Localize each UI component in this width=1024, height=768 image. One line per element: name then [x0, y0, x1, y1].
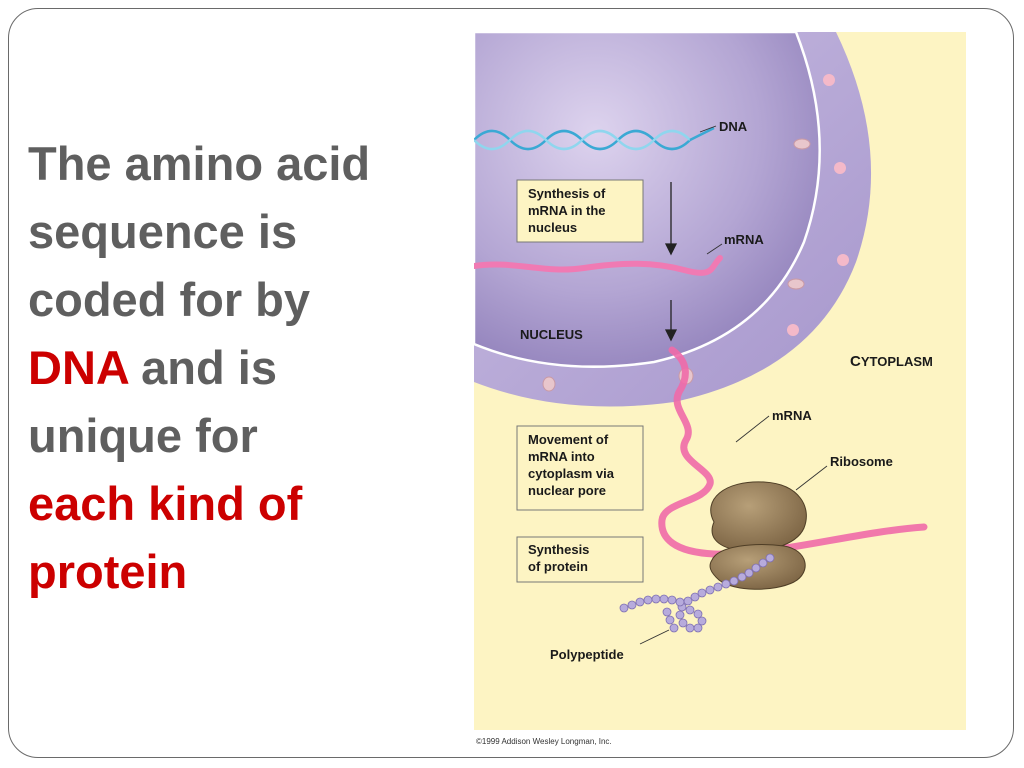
headline-line-5: unique for — [28, 409, 258, 462]
mrna-strand-nucleus — [474, 255, 723, 276]
box-synthesis-mrna-line-2: mRNA in the — [528, 203, 606, 218]
box-synthesis-mrna: Synthesis of mRNA in the nucleus — [516, 179, 644, 243]
headline-line-1: The amino acid — [28, 137, 371, 190]
box-synthesis-protein: Synthesis of protein — [516, 536, 644, 583]
box-movement: Movement of mRNA into cytoplasm via nucl… — [516, 425, 644, 511]
label-ribosome: Ribosome — [830, 454, 893, 469]
label-nucleus: NUCLEUS — [520, 327, 583, 342]
label-polypeptide: Polypeptide — [550, 647, 624, 662]
box-synthesis-mrna-line-3: nucleus — [528, 220, 577, 235]
label-leaders — [639, 125, 828, 645]
box-movement-line-4: nuclear pore — [528, 483, 606, 498]
process-arrows — [664, 182, 678, 342]
headline-line-4: and is — [128, 341, 277, 394]
box-movement-line-2: mRNA into — [528, 449, 595, 464]
protein-synthesis-figure: Synthesis of mRNA in the nucleus Movemen… — [474, 32, 966, 730]
ribosome — [709, 481, 807, 590]
nucleus-interior — [474, 32, 821, 368]
protein-synthesis-diagram: Synthesis of mRNA in the nucleus Movemen… — [474, 32, 933, 662]
label-cytoplasm-initial: C — [850, 353, 861, 370]
box-movement-line-3: cytoplasm via — [528, 466, 615, 481]
headline-line-3: coded for by — [28, 273, 311, 326]
copyright-notice: ©1999 Addison Wesley Longman, Inc. — [476, 737, 612, 746]
label-mrna-nucleus: mRNA — [724, 232, 764, 247]
headline-line-7: protein — [28, 545, 188, 598]
box-synthesis-protein-line-2: of protein — [528, 559, 588, 574]
box-synthesis-protein-line-1: Synthesis — [528, 542, 589, 557]
box-synthesis-mrna-line-1: Synthesis of — [528, 186, 606, 201]
headline: The amino acid sequence is coded for by … — [28, 130, 468, 606]
headline-line-2: sequence is — [28, 205, 298, 258]
box-movement-line-1: Movement of — [528, 432, 609, 447]
dna-helix — [474, 126, 715, 151]
label-cytoplasm-rest: YTOPLASM — [861, 354, 933, 369]
label-mrna-cytoplasm: mRNA — [772, 408, 812, 423]
label-cytoplasm: CYTOPLASM — [850, 353, 933, 370]
headline-dna: DNA — [28, 341, 129, 394]
polypeptide-chain — [619, 553, 775, 633]
label-dna: DNA — [719, 119, 748, 134]
headline-line-6: each kind of — [28, 477, 303, 530]
cytoplasm-particles — [787, 74, 849, 336]
